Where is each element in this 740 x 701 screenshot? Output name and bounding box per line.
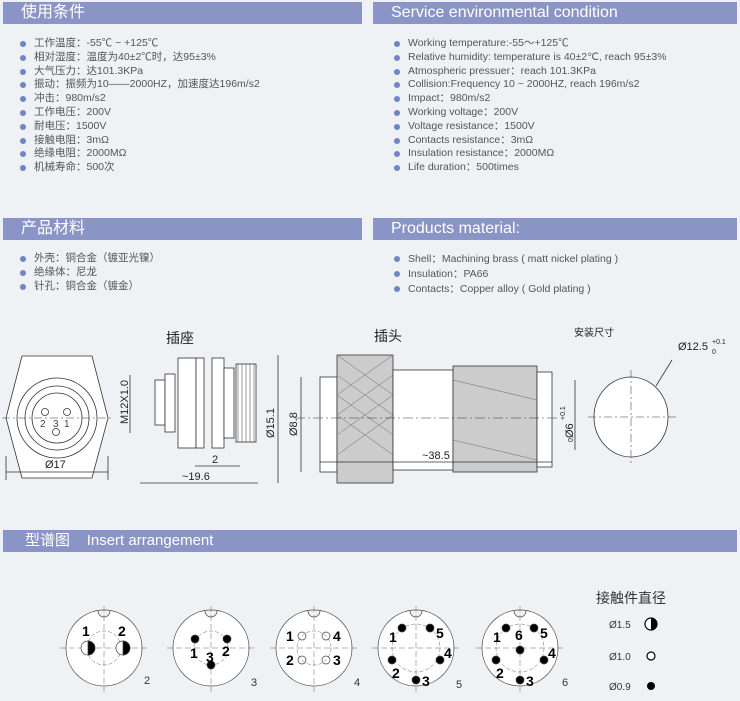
dim-2: 2 <box>212 454 218 466</box>
list-item: 相对湿度：温度为40±2℃时，达95±3% <box>18 51 260 65</box>
pin-label: 6 <box>515 627 523 643</box>
conditions-en-list: Working temperature:-55～+125℃ Relative h… <box>392 37 667 175</box>
insert-layout-5: 1 2 3 4 5 5 <box>372 606 462 692</box>
conditions-cn-header: 使用条件 <box>3 2 362 24</box>
list-item: Working voltage：200V <box>392 106 667 120</box>
list-item: Life duration：500times <box>392 161 667 175</box>
list-item: 工作温度：-55℃ ~ +125℃ <box>18 37 260 51</box>
list-item: 冲击：980m/s2 <box>18 92 260 106</box>
list-item: Impact：980m/s2 <box>392 92 667 106</box>
list-item: Insulation resistance：2000MΩ <box>392 147 667 161</box>
conditions-cn-list: 工作温度：-55℃ ~ +125℃ 相对湿度：温度为40±2℃时，达95±3% … <box>18 37 260 175</box>
layout-count: 2 <box>144 675 150 687</box>
dim-15-1: Ø15.1 <box>265 408 277 438</box>
dim-6: Ø6 <box>564 423 576 438</box>
dim-6-tol: +0.1 <box>560 406 567 420</box>
mount-hole-view: Ø12.5 +0.1 0 <box>588 339 726 465</box>
insert-layout-3: 1 2 3 3 <box>167 606 257 692</box>
layout-count: 5 <box>456 679 462 691</box>
conditions-en-header: Service environmental condition <box>373 2 737 24</box>
pin-label: 2 <box>118 623 126 639</box>
list-item: 绝缘体：尼龙 <box>18 266 160 280</box>
material-en-list: Shell：Machining brass ( matt nickel plat… <box>392 252 618 297</box>
mount-label: 安装尺寸 <box>574 326 614 339</box>
legend-item: Ø1.0 <box>609 652 631 663</box>
list-item: 振动：振频为10——2000HZ，加速度达196m/s2 <box>18 78 260 92</box>
insert-header: 型谱图 Insert arrangement <box>3 530 737 552</box>
insert-arrangement: 1 2 2 1 2 3 3 1 2 3 4 4 <box>60 590 666 693</box>
insert-title-en: Insert arrangement <box>86 532 214 549</box>
layout-count: 6 <box>562 677 568 689</box>
pin-label: 5 <box>436 625 444 641</box>
socket-label: 插座 <box>166 330 194 346</box>
list-item: Contacts：Copper alloy ( Gold plating ) <box>392 282 618 297</box>
pin-label: 1 <box>286 628 294 644</box>
pin-label: 5 <box>540 625 548 641</box>
plug-label: 插头 <box>374 328 402 344</box>
list-item: 机械寿命：500次 <box>18 161 260 175</box>
dim-17: Ø17 <box>45 459 66 471</box>
pin-label: 3 <box>422 673 430 689</box>
pin-label: 1 <box>82 623 90 639</box>
pin-label: 3 <box>206 649 214 665</box>
dim-12-5: Ø12.5 <box>678 341 708 353</box>
pin-label: 4 <box>444 645 452 661</box>
dim-19-6: ~19.6 <box>182 471 210 483</box>
list-item: 大气压力：达101.3KPa <box>18 65 260 79</box>
filled-circle-icon <box>647 682 655 690</box>
dim-12-5-tol: +0.1 <box>712 339 726 346</box>
pin-label: 2 <box>496 665 504 681</box>
dim-m12: M12X1.0 <box>119 380 131 424</box>
pin-label: 2 <box>392 665 400 681</box>
pin-label: 1 <box>190 645 198 661</box>
list-item: Atmospheric pressuer：reach 101.3KPa <box>392 65 667 79</box>
list-item: 接触电阻：3mΩ <box>18 134 260 148</box>
insert-layout-6: 1 2 3 4 5 6 6 <box>476 606 568 692</box>
pin-label: 1 <box>389 629 397 645</box>
dimension-drawing: 插座 插头 安装尺寸 2 3 1 Ø17 <box>2 326 726 484</box>
insert-layout-4: 1 2 3 4 4 <box>270 606 360 692</box>
pin-label: 3 <box>333 652 341 668</box>
list-item: Relative humidity: temperature is 40±2℃,… <box>392 51 667 65</box>
pin-label: 1 <box>493 629 501 645</box>
material-en-header: Products material: <box>373 218 737 240</box>
list-item: 绝缘电阻：2000MΩ <box>18 147 260 161</box>
pin-label: 4 <box>333 628 341 644</box>
legend-title: 接触件直径 <box>596 590 666 606</box>
pin-label: 3 <box>53 419 59 430</box>
list-item: 耐电压：1500V <box>18 120 260 134</box>
open-circle-icon <box>646 651 656 661</box>
socket-side-view: M12X1.0 2 ~19.6 <box>119 357 258 484</box>
dim-8-8: Ø8.8 <box>288 412 300 436</box>
list-item: Collision:Frequency 10 ~ 2000HZ, reach 1… <box>392 78 667 92</box>
list-item: 针孔：铜合金（镀金） <box>18 280 160 294</box>
pin-label: 3 <box>526 673 534 689</box>
legend-item: Ø1.5 <box>609 620 631 631</box>
contact-diameter-legend: 接触件直径 Ø1.5 Ø1.0 Ø0.9 <box>596 590 666 693</box>
list-item: Working temperature:-55～+125℃ <box>392 37 667 51</box>
legend-item: Ø0.9 <box>609 682 631 693</box>
pin-label: 2 <box>286 652 294 668</box>
layout-count: 4 <box>354 677 360 689</box>
material-cn-list: 外壳：铜合金（镀亚光镍） 绝缘体：尼龙 针孔：铜合金（镀金） <box>18 252 160 293</box>
insert-title-cn: 型谱图 <box>25 532 71 549</box>
list-item: Shell：Machining brass ( matt nickel plat… <box>392 252 618 267</box>
pin-label: 2 <box>222 643 230 659</box>
list-item: 外壳：铜合金（镀亚光镍） <box>18 252 160 266</box>
pin-label: 1 <box>64 419 70 430</box>
dim-6-tol0: 0 <box>568 438 575 442</box>
material-cn-header: 产品材料 <box>3 218 362 240</box>
list-item: Voltage resistance：1500V <box>392 120 667 134</box>
plug-side-view: Ø15.1 Ø8.8 ~38.5 Ø6 +0.1 0 <box>265 354 576 484</box>
list-item: Insulation：PA66 <box>392 267 618 282</box>
dim-12-5-tol0: 0 <box>712 349 716 356</box>
layout-count: 3 <box>251 677 257 689</box>
insert-layout-2: 1 2 2 <box>60 606 150 692</box>
pin-label: 4 <box>548 645 556 661</box>
dim-38-5: ~38.5 <box>422 450 450 462</box>
socket-front-view: 2 3 1 Ø17 <box>2 355 112 480</box>
list-item: 工作电压：200V <box>18 106 260 120</box>
pin-label: 2 <box>40 419 46 430</box>
list-item: Contacts resistance：3mΩ <box>392 134 667 148</box>
